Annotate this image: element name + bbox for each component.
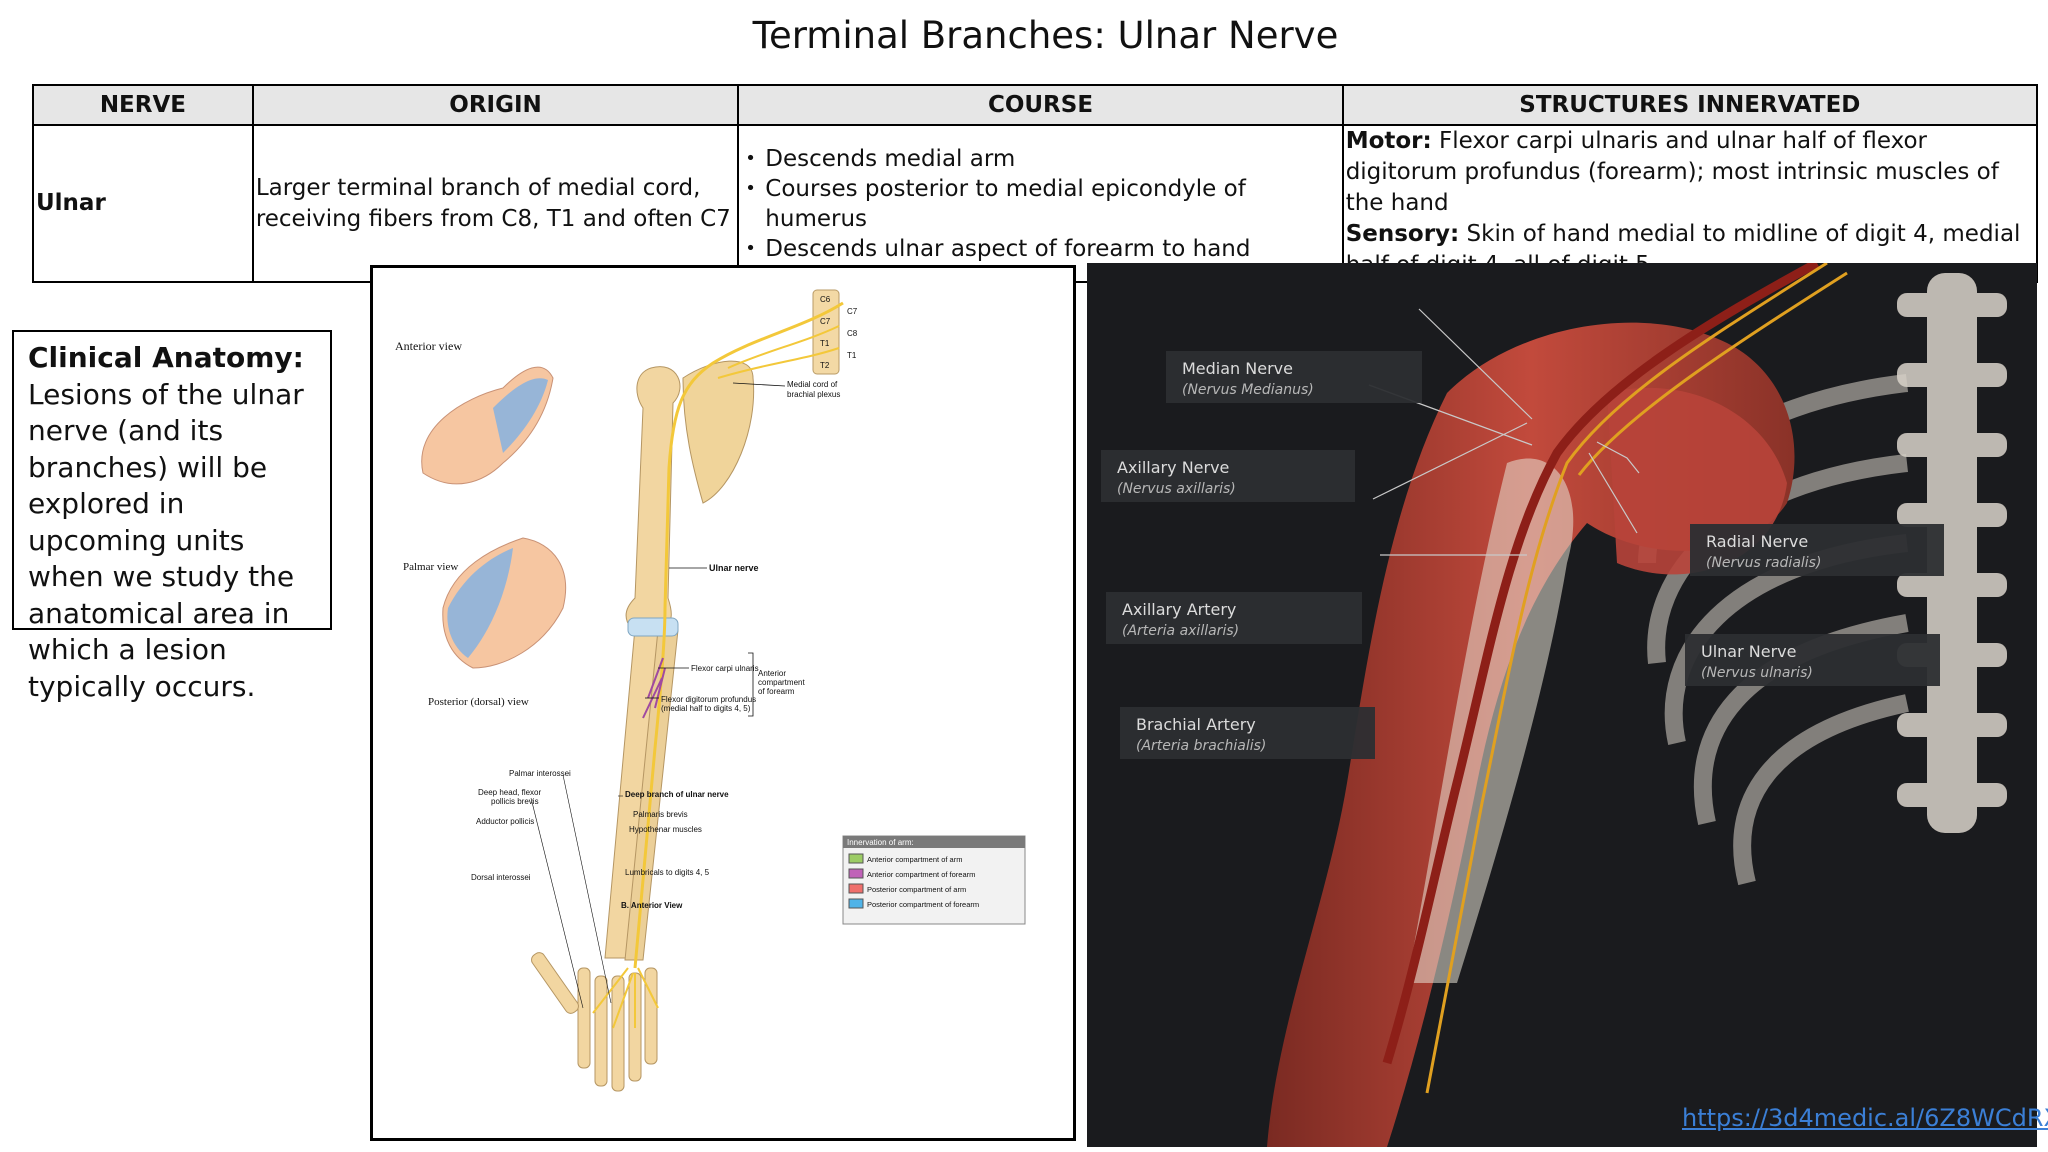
callout-latin: (Nervus Medianus) — [1182, 382, 1314, 398]
render-illustration — [1267, 263, 2007, 1147]
callout-axillary-nerve[interactable]: Axillary Nerve (Nervus axillaris) — [1101, 450, 1355, 502]
bone-overlay — [1407, 458, 1574, 984]
diagram-svg: Anterior view C6 C7 T1 T2 C7 C8 T1 — [395, 289, 1026, 1092]
table-header-row: NERVE ORIGIN COURSE STRUCTURES INNERVATE… — [32, 84, 2039, 126]
cell-nerve: Ulnar — [32, 124, 254, 283]
clinical-anatomy-box: Clinical Anatomy: Lesions of the ulnar n… — [12, 330, 332, 703]
vertebra-label: C6 — [820, 295, 831, 304]
table-row: Ulnar Larger terminal branch of medial c… — [32, 124, 2039, 283]
motor-label: Motor: — [1345, 128, 1432, 154]
vertebra-label: T1 — [820, 339, 830, 348]
origin-line-1: Larger terminal branch of medial cord, — [255, 174, 701, 201]
elbow-joint — [627, 617, 679, 637]
course-item: Courses posterior to medial epicondyle o… — [745, 174, 1339, 234]
medial-cord-label: Medial cord of — [787, 380, 838, 389]
callout-latin: (Arteria axillaris) — [1122, 623, 1240, 639]
page-title: Terminal Branches: Ulnar Nerve — [752, 14, 1339, 57]
legend-item: Posterior compartment of forearm — [867, 900, 979, 909]
course-item: Descends ulnar aspect of forearm to hand — [745, 234, 1339, 264]
compartment-label: Anterior — [758, 669, 786, 678]
scapula — [682, 360, 755, 504]
palmar-view-label: Palmar view — [403, 561, 458, 573]
humerus — [625, 366, 681, 629]
hand-bones — [531, 952, 658, 1092]
compartment-label: of forearm — [758, 687, 795, 696]
legend-item: Anterior compartment of arm — [867, 855, 962, 864]
ulnar-nerve-label: Ulnar nerve — [709, 563, 759, 573]
dorsal-hand-illustration — [442, 537, 567, 669]
callout-ulnar-nerve[interactable]: Ulnar Nerve (Nervus ulnaris) — [1685, 634, 1940, 686]
nerve-path — [1425, 263, 1828, 1094]
flexor-carpi-label: Flexor carpi ulnaris — [691, 664, 759, 673]
callout-latin: (Nervus ulnaris) — [1701, 665, 1813, 681]
sensory-label: Sensory: — [1345, 221, 1460, 247]
header-course: COURSE — [737, 84, 1344, 126]
palmar-interossei-label: Palmar interossei — [509, 769, 571, 778]
callout-name: Median Nerve — [1182, 359, 1293, 378]
header-origin: ORIGIN — [251, 84, 740, 126]
vertebrae: C6 C7 T1 T2 C7 C8 T1 — [812, 289, 858, 375]
callout-latin: (Nervus radialis) — [1706, 555, 1822, 571]
vertebra-label: T2 — [820, 361, 830, 370]
ulnar-nerve-diagram: Anterior view C6 C7 T1 T2 C7 C8 T1 — [370, 265, 1076, 1141]
spinal-label: C8 — [847, 329, 858, 338]
cell-origin: Larger terminal branch of medial cord, r… — [251, 124, 740, 283]
callout-brachial-artery[interactable]: Brachial Artery (Arteria brachialis) — [1120, 707, 1375, 759]
callout-name: Radial Nerve — [1706, 532, 1809, 551]
lumbricals-label: Lumbricals to digits 4, 5 — [625, 868, 710, 877]
anterior-view-label: Anterior view — [395, 339, 462, 353]
flexor-digitorum-label-2: (medial half to digits 4, 5) — [661, 704, 751, 713]
callout-latin: (Nervus axillaris) — [1117, 481, 1236, 497]
callout-name: Ulnar Nerve — [1701, 642, 1797, 661]
legend-item: Anterior compartment of forearm — [867, 870, 975, 879]
compartment-bracket — [748, 652, 754, 717]
axillary-artery-path — [1382, 263, 1820, 1065]
deep-head-label-2: pollicis brevis — [491, 797, 539, 806]
flexor-digitorum-label: Flexor digitorum profundus — [661, 695, 756, 704]
3d-anatomy-render: Median Nerve (Nervus Medianus) Axillary … — [1087, 263, 2037, 1147]
spine — [1897, 273, 2007, 833]
dorsal-interossei-label: Dorsal interossei — [471, 873, 531, 882]
deep-branch-label: Deep branch of ulnar nerve — [625, 790, 729, 799]
legend-item: Posterior compartment of arm — [867, 885, 966, 894]
motor-text: Flexor carpi ulnaris and ulnar half of f… — [1345, 128, 1999, 216]
origin-line-2: receiving fibers from C8, T1 and often C… — [255, 205, 731, 232]
caption-label: B. Anterior View — [621, 901, 683, 910]
adductor-label: Adductor pollicis — [476, 817, 534, 826]
callout-name: Brachial Artery — [1136, 715, 1256, 734]
course-item: Descends medial arm — [745, 144, 1339, 174]
compartment-label: compartment — [758, 678, 805, 687]
legend-title: Innervation of arm: — [847, 838, 914, 847]
deep-head-label: Deep head, flexor — [478, 788, 541, 797]
callout-name: Axillary Artery — [1122, 600, 1237, 619]
clinical-heading: Clinical Anatomy: — [28, 341, 304, 374]
spinal-label: T1 — [847, 351, 857, 360]
callout-median-nerve[interactable]: Median Nerve (Nervus Medianus) — [1166, 351, 1422, 403]
nerve-table: NERVE ORIGIN COURSE STRUCTURES INNERVATE… — [32, 84, 2039, 283]
course-list: Descends medial arm Courses posterior to… — [741, 144, 1339, 264]
medial-cord-label-2: brachial plexus — [787, 390, 840, 399]
source-link[interactable]: https://3d4medic.al/6Z8WCdRX — [1682, 1104, 2048, 1132]
palmaris-brevis-label: Palmaris brevis — [633, 810, 688, 819]
innervation-legend: Innervation of arm: Anterior compartment… — [842, 835, 1026, 925]
callout-latin: (Arteria brachialis) — [1136, 738, 1267, 754]
hypothenar-label: Hypothenar muscles — [629, 825, 702, 834]
callout-name: Axillary Nerve — [1117, 458, 1230, 477]
palmar-hand-illustration — [421, 366, 554, 485]
posterior-view-label: Posterior (dorsal) view — [428, 696, 529, 708]
header-structures: STRUCTURES INNERVATED — [1341, 84, 2039, 126]
cell-course: Descends medial arm Courses posterior to… — [737, 124, 1344, 283]
clinical-text: Lesions of the ulnar nerve (and its bran… — [28, 377, 304, 703]
cell-structures: Motor: Flexor carpi ulnaris and ulnar ha… — [1341, 124, 2039, 283]
header-nerve: NERVE — [32, 84, 254, 126]
callout-radial-nerve[interactable]: Radial Nerve (Nervus radialis) — [1690, 524, 1944, 576]
spinal-label: C7 — [847, 307, 858, 316]
vertebra-label: C7 — [820, 317, 831, 326]
callout-axillary-artery[interactable]: Axillary Artery (Arteria axillaris) — [1106, 592, 1362, 644]
